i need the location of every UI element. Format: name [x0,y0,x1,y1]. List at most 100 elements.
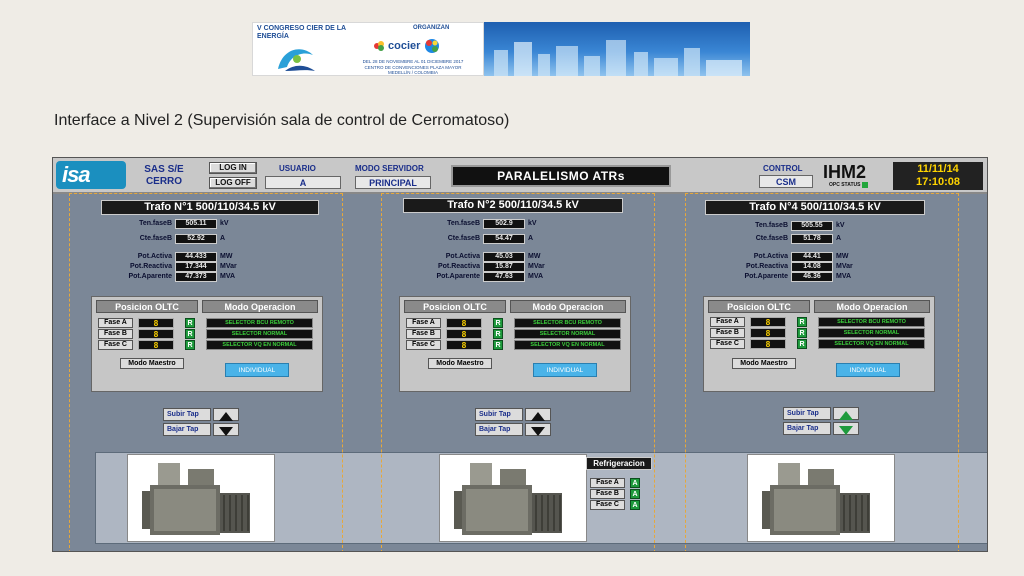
trafo2-bajar-tap[interactable]: Bajar Tap [475,423,551,436]
modo-servidor-label: MODO SERVIDOR [355,164,424,173]
cte-fase-label: Cte.faseB [447,235,480,242]
individual-button[interactable]: INDIVIDUAL [225,363,289,377]
fase-a-button[interactable]: Fase A [406,318,441,328]
time-text: 17:10:08 [915,176,961,188]
datetime-display: 11/11/14 17:10:08 [893,162,983,190]
cocier-logo-icon [374,41,384,51]
modo-maestro-button[interactable]: Modo Maestro [428,358,492,369]
refri-fase-b-button[interactable]: Fase B [590,489,625,499]
fase-b-button[interactable]: Fase B [710,328,745,338]
modo-maestro-button[interactable]: Modo Maestro [120,358,184,369]
pot-reactiva-label: Pot.Reactiva [745,263,788,270]
fase-c-button[interactable]: Fase C [710,339,745,349]
unit-mva: MVA [220,273,236,280]
triangle-up-icon[interactable] [525,408,551,421]
remote-indicator-icon: R [797,339,807,349]
tap-c-value: 8 [750,339,786,349]
control-field: CSM [759,175,813,188]
control-label: CONTROL [763,164,803,173]
triangle-up-icon[interactable] [213,408,239,421]
city-skyline-icon [494,40,742,76]
triangle-down-icon[interactable] [525,423,551,436]
date-text: 11/11/14 [917,163,959,175]
fase-c-button[interactable]: Fase C [406,340,441,350]
fase-b-button[interactable]: Fase B [406,329,441,339]
pot-reactiva-label: Pot.Reactiva [129,263,172,270]
transformer-icon [762,463,870,535]
opc-status-label: OPC STATUS [829,182,861,188]
trafo1-bajar-tap[interactable]: Bajar Tap [163,423,239,436]
remote-indicator-icon: R [797,317,807,327]
trafo2-subir-tap[interactable]: Subir Tap [475,408,551,421]
login-button[interactable]: LOG IN [209,162,257,174]
unit-mvar: MVar [528,263,545,270]
modo-maestro-button[interactable]: Modo Maestro [732,358,796,369]
banner-organizer-name: cocier [388,40,421,52]
mode-status: SELECTOR NORMAL [514,329,621,339]
mode-status: SELECTOR VQ EN NORMAL [206,340,313,350]
trafo4-subir-tap[interactable]: Subir Tap [783,407,859,420]
trafo2-title: Trafo N°2 500/110/34.5 kV [403,198,623,213]
cte-fase-value: 52.92 [175,233,217,244]
banner-congress-title: V CONGRESO CIER DE LA ENERGÍA [257,25,346,40]
individual-button[interactable]: INDIVIDUAL [533,363,597,377]
unit-kv: kV [836,222,845,229]
pot-activa-value: 45.03 [483,251,525,262]
unit-a: A [836,235,842,242]
bajar-tap-label: Bajar Tap [163,423,211,436]
congress-banner: V CONGRESO CIER DE LA ENERGÍA ORGANIZAN … [252,22,750,76]
bajar-tap-label: Bajar Tap [783,422,831,435]
tap-a-value: 8 [138,318,174,328]
opc-status: OPC STATUS [829,182,869,188]
individual-button[interactable]: INDIVIDUAL [836,363,900,377]
fase-a-button[interactable]: Fase A [98,318,133,328]
remote-indicator-icon: R [185,340,195,350]
remote-indicator-icon: R [493,318,503,328]
unit-mva: MVA [528,273,544,280]
trafo4-panel [685,193,959,551]
refri-fase-c-button[interactable]: Fase C [590,500,625,510]
usuario-label: USUARIO [279,164,316,173]
posicion-oltc-header: Posicion OLTC [96,300,198,313]
pot-aparente-label: Pot.Aparente [128,273,172,280]
fase-c-button[interactable]: Fase C [98,340,133,350]
slide-title: Interface a Nivel 2 (Supervisión sala de… [54,112,510,129]
fase-a-button[interactable]: Fase A [710,317,745,327]
trafo1-subir-tap[interactable]: Subir Tap [163,408,239,421]
station-line1: SAS S/E [144,164,184,175]
pot-reactiva-label: Pot.Reactiva [437,263,480,270]
subir-tap-label: Subir Tap [475,408,523,421]
unit-mvar: MVar [836,263,853,270]
triangle-down-icon[interactable] [213,423,239,436]
pot-aparente-value: 47.373 [175,271,217,282]
logoff-button[interactable]: LOG OFF [209,177,257,189]
banner-organizers-label: ORGANIZAN [413,25,450,31]
triangle-up-icon[interactable] [833,407,859,420]
unit-a: A [528,235,534,242]
pot-aparente-label: Pot.Aparente [436,273,480,280]
trafo1-panel [69,193,343,551]
unit-kv: kV [220,220,229,227]
bajar-tap-label: Bajar Tap [475,423,523,436]
modo-operacion-header: Modo Operacion [510,300,626,313]
remote-indicator-icon: R [797,328,807,338]
station-name: SAS S/E CERRO [139,164,189,188]
pot-activa-label: Pot.Activa [753,253,788,260]
banner-details: DEL 28 DE NOVIEMBRE AL 01 DICIEMBRE 2017… [343,59,483,76]
ihm-label: IHM2 [823,162,867,182]
trafo4-bajar-tap[interactable]: Bajar Tap [783,422,859,435]
triangle-down-icon[interactable] [833,422,859,435]
fase-b-button[interactable]: Fase B [98,329,133,339]
transformer-icon [142,463,250,535]
usuario-field: A [265,176,341,189]
refri-fase-a-button[interactable]: Fase A [590,478,625,488]
